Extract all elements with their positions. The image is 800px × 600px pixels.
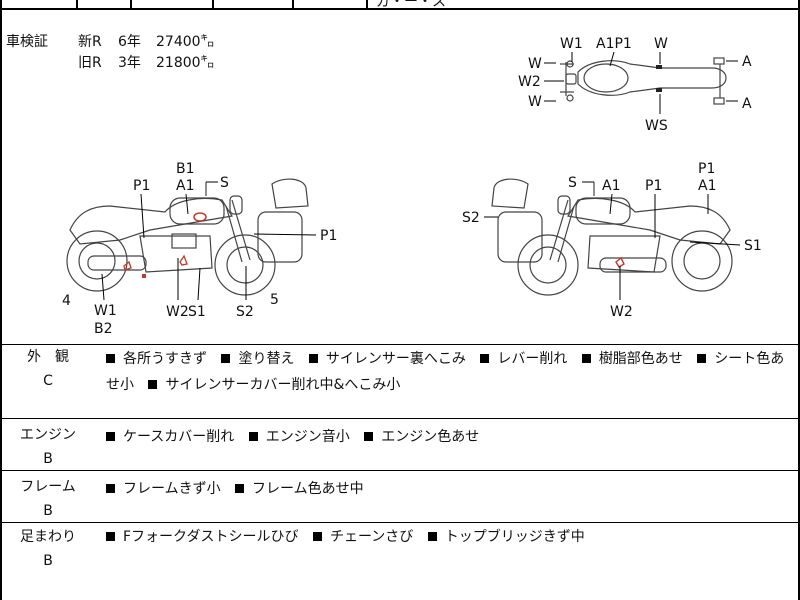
section-label-frame: フレーム [20,479,76,495]
note-item: エンジン色あせ [381,429,480,445]
bullet-square-icon [480,354,490,363]
bullet-square-icon [148,380,158,389]
note-item: 樹脂部色あせ [598,351,683,367]
section-grade-exterior: C [43,373,53,389]
divider [0,418,800,419]
note-item: サイレンサーカバー削れ中&へこみ小 [165,377,401,393]
label-a1p1: A1P1 [596,36,632,52]
bullet-square-icon [106,484,115,493]
label-ws: WS [645,118,668,134]
shaken-years: 3年 [118,55,141,71]
label-p1: P1 [133,178,150,194]
label-w2: W2 [518,74,541,90]
section-grade-suspension: B [43,553,53,569]
label-p1-top: P1 [698,161,715,177]
label-b1: B1 [176,161,195,177]
note-item: フレーム色あせ中 [252,481,364,497]
label-4: 4 [62,293,71,309]
label-5: 5 [270,292,279,308]
shaken-km: 27400㌔ [156,34,215,50]
section-grade-engine: B [43,451,53,467]
section-notes-suspension: Fフォークダストシールひび チェーンさび トップブリッジきず中 [106,524,790,550]
bullet-square-icon [248,432,258,441]
note-item: チェーンさび [329,529,414,545]
bullet-square-icon [106,432,115,441]
note-item: 塗り替え [238,351,295,367]
top-view-motorcycle [560,57,727,105]
divider [0,522,800,523]
left-view-motorcycle [66,178,309,296]
label-s2: S2 [462,210,480,226]
label-a1-right: A1 [698,178,716,194]
label-s1: S1 [188,304,206,320]
note-item: シート色あせ小 [106,351,785,393]
section-label-suspension: 足まわり [20,529,76,545]
bullet-square-icon [364,432,374,441]
bullet-square-icon [312,532,322,541]
top-tick [366,0,368,9]
label-w-top: W [654,36,668,52]
section-notes-frame: フレームきず小 フレーム色あせ中 [106,476,790,502]
top-tick [130,0,132,9]
shaken-kind: 旧R [78,55,102,71]
bullet-square-icon [427,532,437,541]
bullet-square-icon [235,484,245,493]
shaken-title: 車検証 [6,34,48,50]
label-s: S [220,175,229,191]
section-grade-frame: B [43,503,53,519]
bullet-square-icon [581,354,591,363]
note-item: ケースカバー削れ [123,429,235,445]
note-item: エンジン音小 [265,429,350,445]
right-border [798,0,800,600]
label-w-left3: W [528,94,542,110]
left-border [0,0,2,600]
label-s2: S2 [236,304,254,320]
shaken-kind: 新R [78,34,102,50]
section-notes-exterior: 各所うすきず 塗り替え サイレンサー裏へこみ レバー削れ 樹脂部色あせ シート色… [106,346,790,398]
bullet-square-icon [308,354,318,363]
label-s: S [568,175,577,191]
note-item: Fフォークダストシールひび [123,529,299,545]
note-item: フレームきず小 [123,481,221,497]
label-b2: B2 [94,321,113,337]
note-item: サイレンサー裏へこみ [325,351,466,367]
label-a-bottom: A [742,96,752,112]
note-item: 各所うすきず [123,351,207,367]
note-item: レバー削れ [497,351,568,367]
label-w-left1: W [528,56,542,72]
top-tick [292,0,294,9]
shaken-years: 6年 [118,34,141,50]
bullet-square-icon [697,354,707,363]
label-w1: W1 [94,303,117,319]
divider [0,344,800,345]
label-p1-right: P1 [320,228,337,244]
label-a-top: A [742,54,752,70]
top-divider [0,8,800,10]
label-a1: A1 [176,178,194,194]
damage-diagram: W1 A1P1 W W W2 W WS A A [62,36,762,337]
bullet-square-icon [106,532,115,541]
label-s1: S1 [744,238,762,254]
label-w2: W2 [610,304,633,320]
label-w2: W2 [166,304,189,320]
bullet-square-icon [221,354,231,363]
section-label-engine: エンジン [20,427,76,443]
label-w1: W1 [560,36,583,52]
divider [0,470,800,471]
top-tick [76,0,78,9]
top-tick [212,0,214,9]
note-item: トップブリッジきず中 [444,529,585,545]
section-label-exterior: 外 観 [27,349,69,365]
label-a1: A1 [602,178,620,194]
shaken-km: 21800㌔ [156,55,215,71]
label-p1: P1 [645,178,662,194]
bullet-square-icon [106,354,115,363]
top-fragment-text: ガ・ー・ス [376,0,446,10]
section-notes-engine: ケースカバー削れ エンジン音小 エンジン色あせ [106,424,790,450]
